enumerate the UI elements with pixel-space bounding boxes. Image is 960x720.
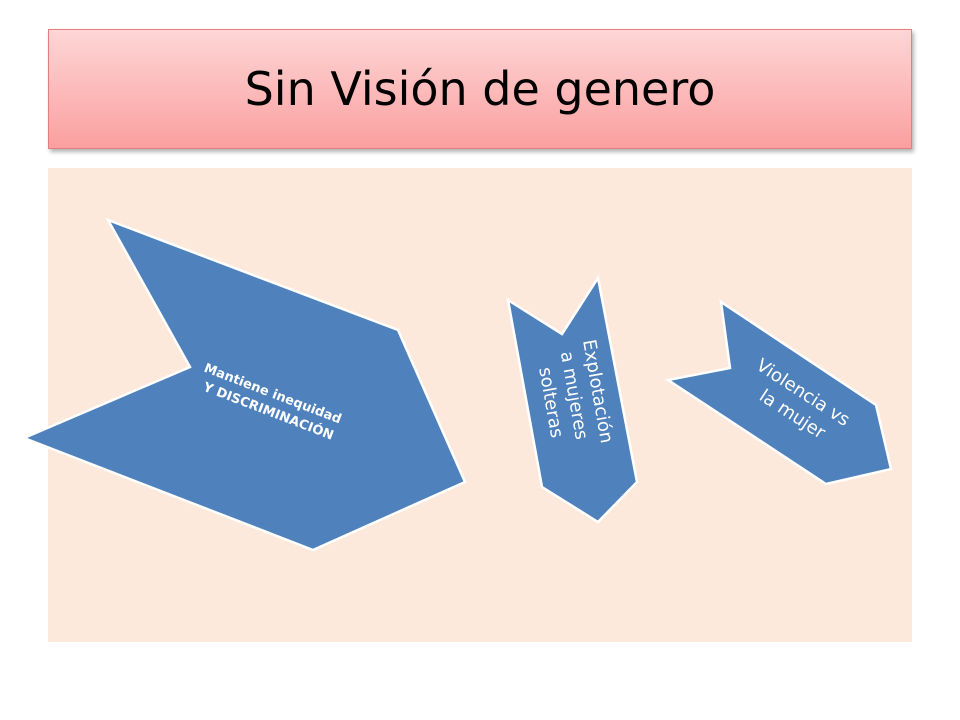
chevron-violencia[interactable]: Violencia vs la mujer xyxy=(664,299,893,486)
chevron-shape-right xyxy=(664,299,893,486)
title-box[interactable]: Sin Visión de genero xyxy=(48,29,912,149)
chevron-shape-big xyxy=(20,217,467,552)
slide-title: Sin Visión de genero xyxy=(244,62,716,116)
chevron-mantiene-inequidad[interactable]: Mantiene inequidad Y DISCRIMINACIÓN xyxy=(20,217,467,552)
chevron-shape-middle xyxy=(506,274,639,524)
chevron-explotacion[interactable]: Explotación a mujeres solteras xyxy=(506,274,639,524)
